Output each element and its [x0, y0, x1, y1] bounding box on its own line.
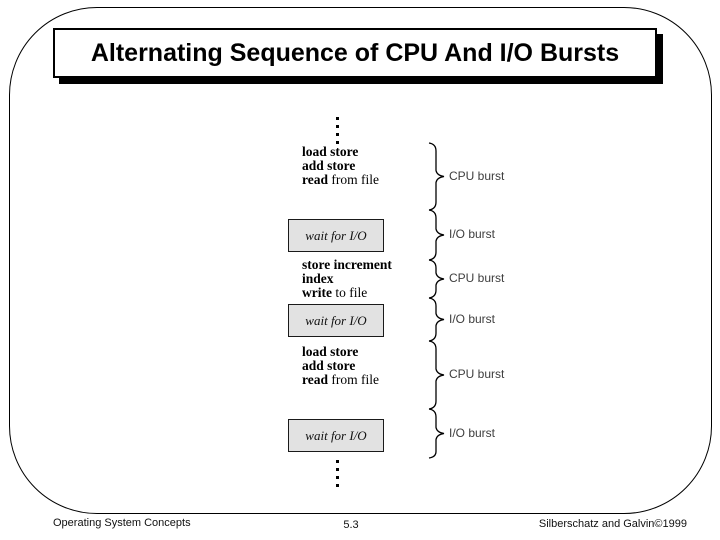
brace-cpu-burst-1: [428, 142, 445, 211]
code-block-1: load store add store read from file: [302, 145, 379, 187]
brace-io-burst-1: [428, 209, 445, 261]
brace-io-burst-2: [428, 297, 445, 342]
code-line: read from file: [302, 172, 379, 187]
dot: [336, 125, 339, 128]
code-line: add store: [302, 358, 356, 373]
wait-io-label: wait for I/O: [305, 312, 367, 328]
page-title: Alternating Sequence of CPU And I/O Burs…: [90, 38, 620, 67]
dot: [336, 460, 339, 463]
brace-io-burst-3: [428, 408, 445, 459]
dot: [336, 117, 339, 120]
burst-label-3: CPU burst: [449, 271, 505, 285]
code-block-3: load store add store read from file: [302, 345, 379, 387]
dot: [336, 484, 339, 487]
dot: [336, 133, 339, 136]
code-block-2: store increment index write to file: [302, 258, 392, 300]
burst-label-5: CPU burst: [449, 367, 505, 381]
title-bar: Alternating Sequence of CPU And I/O Burs…: [53, 28, 657, 78]
code-line: load store: [302, 144, 359, 159]
burst-label-2: I/O burst: [449, 227, 496, 241]
footer-authors: Silberschatz and Galvin©1999: [538, 518, 687, 530]
brace-cpu-burst-3: [428, 340, 445, 410]
wait-io-label: wait for I/O: [305, 227, 367, 243]
wait-io-box-3: wait for I/O: [288, 419, 384, 452]
wait-io-box-2: wait for I/O: [288, 304, 384, 337]
dot: [336, 468, 339, 471]
dot: [336, 476, 339, 479]
code-line: read from file: [302, 372, 379, 387]
wait-io-box-1: wait for I/O: [288, 219, 384, 252]
burst-label-6: I/O burst: [449, 426, 496, 440]
code-line: add store: [302, 158, 356, 173]
slide-rounded-border: [9, 7, 712, 514]
code-line: store increment: [302, 257, 392, 272]
ellipsis-top: [336, 117, 339, 144]
footer-page-number: 5.3: [343, 519, 359, 531]
burst-label-1: CPU burst: [449, 169, 505, 183]
brace-cpu-burst-2: [428, 259, 445, 299]
code-line: write to file: [302, 285, 368, 300]
code-line: index: [302, 271, 334, 286]
dot: [336, 141, 339, 144]
footer-book-title: Operating System Concepts: [53, 517, 191, 529]
burst-label-4: I/O burst: [449, 312, 496, 326]
wait-io-label: wait for I/O: [305, 427, 367, 443]
code-line: load store: [302, 344, 359, 359]
ellipsis-bottom: [336, 460, 339, 487]
brace-column: [428, 142, 445, 459]
